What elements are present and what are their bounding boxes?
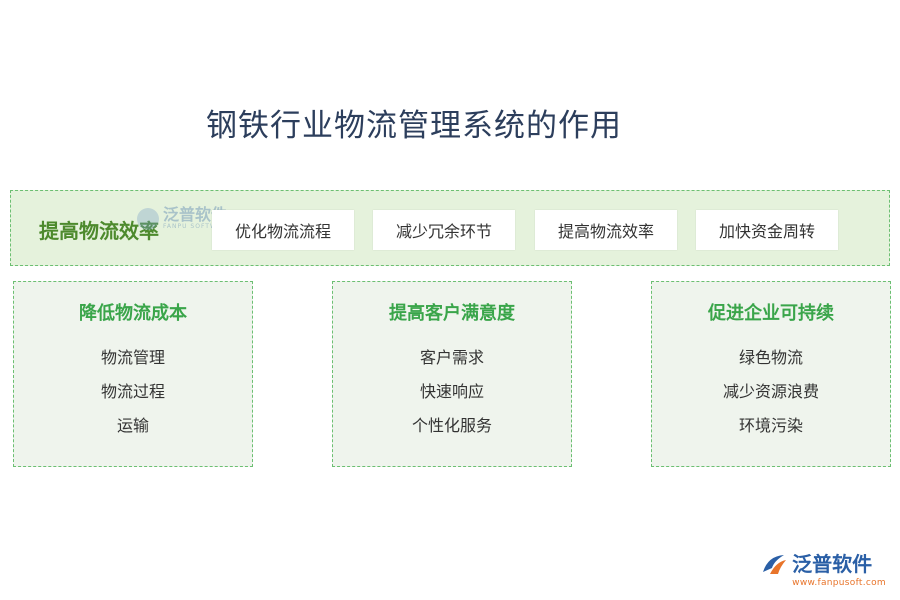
brand-name: 泛普软件 xyxy=(792,552,873,576)
list-item: 环境污染 xyxy=(738,416,803,435)
card-customer-satisfaction: 提高客户满意度 客户需求 快速响应 个性化服务 xyxy=(332,281,572,467)
page-title: 钢铁行业物流管理系统的作用 xyxy=(206,108,622,144)
list-item: 快速响应 xyxy=(419,382,484,401)
efficiency-banner: 提高物流效率 泛普软件 FANPU SOFTWARE 优化物流流程 减少冗余环节… xyxy=(10,190,890,266)
banner-chip: 提高物流效率 xyxy=(535,210,677,250)
watermark-logo-icon xyxy=(137,207,159,230)
list-item: 运输 xyxy=(116,416,149,435)
list-item: 减少资源浪费 xyxy=(722,382,819,401)
list-item: 物流过程 xyxy=(100,382,165,401)
card-list: 绿色物流 减少资源浪费 环境污染 xyxy=(652,346,890,448)
card-reduce-cost: 降低物流成本 物流管理 物流过程 运输 xyxy=(13,281,253,467)
card-heading: 促进企业可持续 xyxy=(708,303,834,324)
list-item: 物流管理 xyxy=(100,348,165,367)
list-item: 绿色物流 xyxy=(738,348,803,367)
watermark-sub: FANPU SOFTWARE xyxy=(163,223,232,230)
banner-heading: 提高物流效率 xyxy=(39,219,159,243)
list-item: 客户需求 xyxy=(419,348,484,367)
banner-chip: 减少冗余环节 xyxy=(373,210,515,250)
card-sustainability: 促进企业可持续 绿色物流 减少资源浪费 环境污染 xyxy=(651,281,891,467)
list-item: 个性化服务 xyxy=(411,416,492,435)
card-heading: 提高客户满意度 xyxy=(389,303,515,324)
watermark: 泛普软件 FANPU SOFTWARE xyxy=(137,207,232,230)
card-list: 客户需求 快速响应 个性化服务 xyxy=(333,346,571,448)
card-list: 物流管理 物流过程 运输 xyxy=(14,346,252,448)
brand-url: www.fanpusoft.com xyxy=(792,578,886,588)
card-heading: 降低物流成本 xyxy=(79,303,187,324)
brand-logo-icon xyxy=(760,552,788,578)
watermark-name: 泛普软件 xyxy=(163,205,228,224)
brand-logo: 泛普软件 www.fanpusoft.com xyxy=(760,552,886,588)
banner-chip: 优化物流流程 xyxy=(212,210,354,250)
banner-chip: 加快资金周转 xyxy=(696,210,838,250)
